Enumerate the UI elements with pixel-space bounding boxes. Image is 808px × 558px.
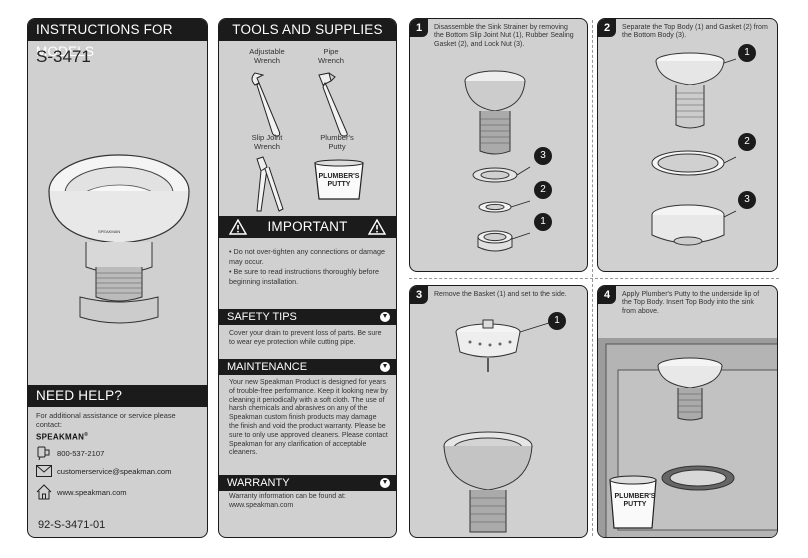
important-header: IMPORTANT bbox=[219, 216, 396, 238]
phone-icon bbox=[37, 446, 50, 461]
registered-mark: ® bbox=[84, 432, 89, 438]
step-number: 2 bbox=[598, 19, 616, 37]
phone-contact[interactable]: 800-537-2107 bbox=[36, 445, 104, 461]
step-4-panel: 4 Apply Plumber's Putty to the underside… bbox=[597, 285, 778, 538]
putty-container-icon bbox=[314, 159, 364, 200]
step-number: 4 bbox=[598, 286, 616, 304]
fold-line bbox=[592, 20, 593, 536]
step-3-panel: 3 Remove the Basket (1) and set to the s… bbox=[409, 285, 588, 538]
brand-logo: SPEAKMAN® bbox=[36, 432, 88, 442]
email-contact[interactable]: customerservice@speakman.com bbox=[36, 465, 171, 477]
expand-arrow-icon bbox=[380, 312, 390, 322]
website-url: www.speakman.com bbox=[57, 487, 127, 497]
step-number: 1 bbox=[410, 19, 428, 37]
help-text: For additional assistance or service ple… bbox=[36, 411, 176, 429]
callout-3: 3 bbox=[738, 191, 756, 209]
maintenance-header[interactable]: MAINTENANCE bbox=[219, 359, 396, 375]
models-panel: INSTRUCTIONS FOR MODELS S-3471 SPEAKMAN … bbox=[27, 18, 208, 538]
callout-1: 1 bbox=[738, 44, 756, 62]
sink-installation-illustration bbox=[598, 338, 777, 537]
callout-1: 1 bbox=[548, 312, 566, 330]
pipe-wrench-icon bbox=[318, 72, 348, 137]
important-title: IMPORTANT bbox=[267, 219, 348, 234]
adjustable-wrench-icon bbox=[251, 72, 281, 137]
step-1-panel: 1 Disassemble the Sink Strainer by remov… bbox=[409, 18, 588, 272]
brand-name: SPEAKMAN bbox=[36, 432, 85, 442]
step-text: Apply Plumber's Putty to the underside l… bbox=[622, 291, 760, 315]
callout-3: 3 bbox=[534, 147, 552, 165]
callout-2: 2 bbox=[534, 181, 552, 199]
sink-strainer-illustration: SPEAKMAN bbox=[48, 154, 190, 324]
svg-text:SPEAKMAN: SPEAKMAN bbox=[98, 229, 120, 234]
step-2-panel: 2 Separate the Top Body (1) and Gasket (… bbox=[597, 18, 778, 272]
slip-joint-wrench-icon bbox=[256, 156, 284, 212]
step-text: Remove the Basket (1) and set to the sid… bbox=[434, 291, 567, 298]
important-bullet: • Do not over-tighten any connections or… bbox=[229, 247, 385, 266]
warranty-header[interactable]: WARRANTY bbox=[219, 475, 396, 491]
step-text: Separate the Top Body (1) and Gasket (2)… bbox=[622, 24, 768, 40]
separated-body-illustration bbox=[651, 52, 737, 246]
basket-removal-illustration bbox=[443, 319, 553, 533]
model-number: S-3471 bbox=[36, 47, 91, 66]
models-header: INSTRUCTIONS FOR MODELS bbox=[28, 19, 207, 59]
home-icon bbox=[36, 484, 52, 500]
part-number: 92-S-3471-01 bbox=[38, 519, 106, 531]
expand-arrow-icon bbox=[380, 478, 390, 488]
disassembled-strainer-illustration bbox=[464, 70, 531, 252]
safety-tips-text: Cover your drain to prevent loss of part… bbox=[229, 330, 382, 346]
warranty-text: Warranty information can be found at: ww… bbox=[229, 493, 346, 509]
envelope-icon bbox=[36, 465, 52, 477]
fold-line bbox=[409, 278, 779, 279]
website-contact[interactable]: www.speakman.com bbox=[36, 484, 127, 500]
step-number: 3 bbox=[410, 286, 428, 304]
phone-number: 800-537-2107 bbox=[57, 448, 105, 458]
email-address: customerservice@speakman.com bbox=[57, 466, 172, 476]
warning-icon bbox=[229, 219, 247, 235]
warning-icon bbox=[368, 219, 386, 235]
need-help-header: NEED HELP? bbox=[28, 385, 207, 407]
safety-tips-header[interactable]: SAFETY TIPS bbox=[219, 309, 396, 325]
callout-1: 1 bbox=[534, 213, 552, 231]
expand-arrow-icon bbox=[380, 362, 390, 372]
callout-2: 2 bbox=[738, 133, 756, 151]
step-text: Disassemble the Sink Strainer by removin… bbox=[434, 24, 574, 48]
tools-header: TOOLS AND SUPPLIES bbox=[219, 19, 396, 41]
maintenance-text: Your new Speakman Product is designed fo… bbox=[229, 379, 388, 457]
important-bullet: • Be sure to read instructions thoroughl… bbox=[229, 267, 379, 286]
